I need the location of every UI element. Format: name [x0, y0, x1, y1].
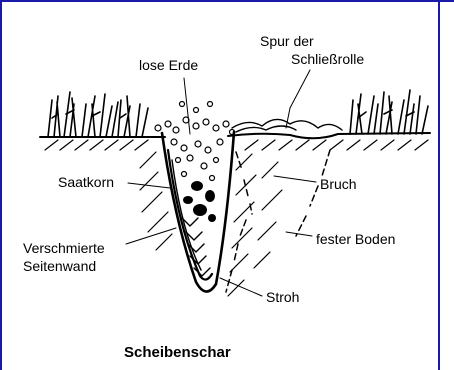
soil-surface-right	[228, 133, 430, 138]
label-lose-erde: lose Erde	[139, 57, 198, 73]
label-verschmierte-line2: Seitenwand	[23, 258, 96, 274]
label-saatkorn: Saatkorn	[58, 174, 114, 190]
seed-grains	[183, 181, 216, 222]
label-spur-line1: Spur der	[260, 33, 314, 49]
diagram-caption: Scheibenschar	[124, 344, 231, 361]
soil-hatching-left	[45, 140, 172, 250]
grass-tufts-right	[350, 90, 428, 134]
soil-hatching-right	[228, 140, 428, 296]
label-bruch: Bruch	[320, 176, 357, 192]
label-stroh: Stroh	[266, 289, 299, 305]
label-spur-line2: Schließrolle	[291, 51, 364, 67]
label-verschmierte-line1: Verschmierte	[23, 240, 105, 256]
grass-tufts-left	[48, 92, 148, 137]
label-fester-boden: fester Boden	[316, 231, 395, 247]
break-line-right	[296, 150, 330, 236]
